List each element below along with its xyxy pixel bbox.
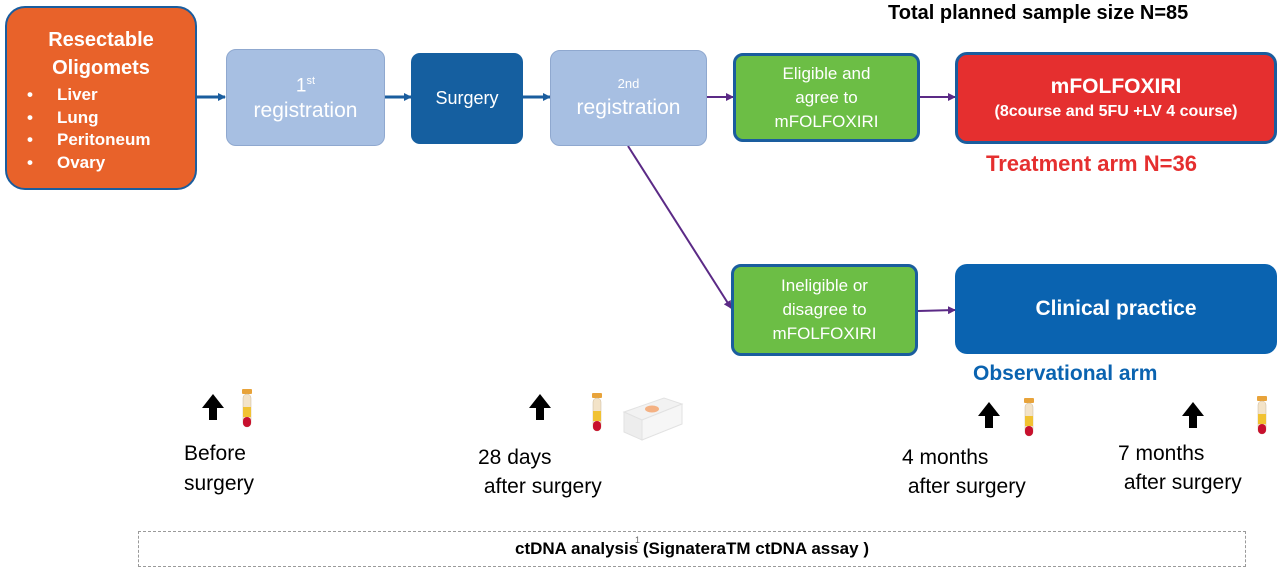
timepoint-before-line1: Before: [184, 442, 246, 465]
list-item: •Ovary: [27, 152, 106, 172]
list-item: •Peritoneum: [27, 130, 151, 149]
up-arrow-icon: [529, 394, 551, 408]
up-arrow-stem: [1189, 415, 1197, 428]
up-arrow-stem: [536, 407, 544, 420]
total-sample-size: Total planned sample size N=85: [888, 2, 1189, 24]
mfolfoxiri-subtitle: (8course and 5FU +LV 4 course): [994, 103, 1238, 120]
second-registration-label: registration: [576, 96, 681, 119]
first-registration-box: 1st registration: [226, 49, 385, 146]
first-registration-label: registration: [253, 99, 358, 123]
resectable-title-line2: Oligomets: [52, 57, 150, 79]
up-arrow-icon: [978, 402, 1000, 416]
treatment-arm-label: Treatment arm N=36: [986, 151, 1197, 176]
observational-arm-label: Observational arm: [973, 362, 1158, 385]
timepoint-28days-line1: 28 days: [478, 446, 552, 469]
resectable-title-line1: Resectable: [48, 29, 154, 51]
blood-tube-icon: [242, 389, 252, 428]
first-registration-number: 1: [295, 75, 307, 97]
timepoint-7months-line1: 7 months: [1118, 442, 1205, 465]
first-registration-superscript: st: [306, 74, 316, 87]
surgery-label: Surgery: [435, 88, 499, 108]
eligible-line2: agree to: [795, 87, 858, 107]
clinical-practice-label: Clinical practice: [1035, 297, 1197, 320]
tissue-block-icon: [622, 397, 684, 441]
up-arrow-stem: [985, 415, 993, 428]
timepoint-4months-line1: 4 months: [902, 446, 989, 469]
blood-tube-icon: [1257, 396, 1267, 435]
up-arrow-icon: [202, 394, 224, 408]
timepoint-28days-line2: after surgery: [478, 475, 602, 498]
list-item: •Liver: [27, 85, 98, 104]
second-registration-number: 2nd: [617, 76, 640, 91]
second-registration-box: 2nd registration: [550, 50, 707, 146]
ineligible-line3: mFOLFOXIRI: [772, 324, 877, 343]
surgery-box: Surgery: [411, 53, 523, 144]
ctdna-analysis-box: ctDNA analysis (SignateraTM ctDNA assay …: [138, 531, 1246, 567]
eligible-box: Eligible and agree to mFOLFOXIRI: [733, 53, 920, 142]
blood-tube-icon: [592, 393, 602, 432]
up-arrow-stem: [209, 407, 217, 420]
ctdna-analysis-label: ctDNA analysis (SignateraTM ctDNA assay …: [515, 539, 869, 558]
clinical-practice-box: Clinical practice: [955, 264, 1277, 354]
timepoint-4months-line2: after surgery: [902, 475, 1026, 498]
page-mark: 1: [635, 535, 641, 545]
arrow-ineligible-to-clinical: [917, 306, 956, 315]
arrow-second-to-ineligible: [627, 145, 732, 309]
ineligible-line2: disagree to: [782, 300, 867, 319]
metastasis-site-list: •Liver •Lung •Peritoneum •Ovary: [27, 84, 151, 174]
resectable-oligomets-box: Resectable Oligomets •Liver •Lung •Perit…: [5, 6, 197, 190]
blood-tube-icon: [1024, 398, 1034, 437]
mfolfoxiri-box: mFOLFOXIRI (8course and 5FU +LV 4 course…: [955, 52, 1277, 144]
mfolfoxiri-title: mFOLFOXIRI: [1050, 75, 1182, 98]
up-arrow-icon: [1182, 402, 1204, 416]
timepoint-before-line2: surgery: [184, 472, 255, 495]
timepoint-7months-line2: after surgery: [1118, 471, 1242, 494]
ineligible-line1: Ineligible or: [781, 276, 868, 295]
ineligible-box: Ineligible or disagree to mFOLFOXIRI: [731, 264, 918, 356]
eligible-line1: Eligible and: [782, 63, 871, 83]
eligible-line3: mFOLFOXIRI: [774, 111, 879, 131]
list-item: •Lung: [27, 107, 99, 127]
